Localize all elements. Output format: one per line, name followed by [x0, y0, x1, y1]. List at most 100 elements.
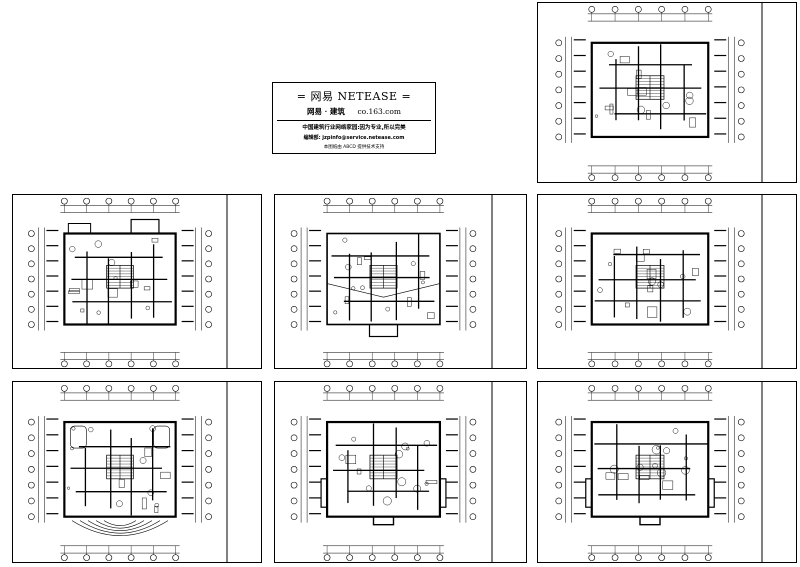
- fixture-symbol: [69, 246, 76, 253]
- floor-plan-drawing: [555, 3, 763, 182]
- grid-axis-bubble: [611, 174, 619, 181]
- fixture-symbol: [619, 56, 630, 64]
- grid-axis-bubble: [611, 360, 619, 368]
- grid-axis-bubble: [391, 385, 399, 392]
- grid-axis-bubble: [737, 260, 745, 268]
- floor-plan-sheet-middle-left: [12, 194, 262, 369]
- fixture-symbol: [639, 475, 650, 480]
- grid-axis-bubble: [737, 117, 745, 125]
- fixture-symbol: [68, 290, 80, 295]
- grid-axis-bubble: [469, 260, 477, 268]
- grid-axis-bubble: [28, 450, 35, 457]
- fixture-symbol: [96, 310, 101, 315]
- grid-axis-bubble: [681, 360, 689, 368]
- grid-axis-bubble: [368, 197, 376, 205]
- fixture-symbol: [425, 480, 438, 484]
- fixture-symbol: [364, 256, 371, 260]
- fixture-symbol: [81, 279, 93, 290]
- fixture-symbol: [597, 287, 603, 293]
- fixture-symbol: [139, 457, 147, 464]
- fixture-symbol: [648, 277, 656, 286]
- fixture-symbol: [385, 306, 391, 312]
- grid-axis-bubble: [205, 513, 212, 520]
- grid-axis-bubble: [205, 306, 212, 313]
- fixture-symbol: [342, 237, 348, 243]
- grid-axis-bubble: [737, 450, 745, 457]
- netease-title-block: = 网易 NETEASE = 网易 · 建筑 co.163.com 中国建筑行业…: [272, 82, 436, 154]
- grid-axis-bubble: [681, 385, 689, 392]
- grid-axis-bubble: [83, 197, 90, 205]
- grid-axis-bubble: [368, 554, 376, 561]
- fixture-symbol: [613, 248, 621, 254]
- grid-axis-bubble: [150, 554, 157, 561]
- fixture-symbol: [423, 440, 431, 447]
- grid-axis-bubble: [205, 290, 212, 298]
- entrance-step-arc: [79, 520, 161, 534]
- grid-axis-bubble: [704, 197, 712, 205]
- grid-axis-bubble: [588, 197, 596, 205]
- grid-axis-bubble: [555, 497, 563, 505]
- fixture-symbol: [609, 464, 619, 474]
- fixture-symbol: [113, 276, 118, 280]
- fixture-symbol: [647, 306, 658, 318]
- grid-axis-bubble: [681, 197, 689, 205]
- grid-axis-bubble: [290, 418, 298, 426]
- fixture-symbol: [656, 446, 660, 450]
- grid-axis-bubble: [414, 360, 421, 368]
- floor-plan-drawing: [555, 382, 763, 562]
- grid-axis-bubble: [704, 554, 712, 561]
- grid-axis-bubble: [105, 554, 113, 561]
- grid-axis-bubble: [555, 70, 563, 78]
- grid-axis-bubble: [555, 290, 563, 298]
- banner-url: co.163.com: [357, 107, 401, 116]
- grid-axis-bubble: [205, 481, 212, 489]
- grid-axis-bubble: [469, 513, 477, 520]
- fixture-symbol: [689, 117, 696, 128]
- grid-axis-bubble: [323, 197, 331, 205]
- fixture-symbol: [638, 87, 647, 96]
- grid-axis-bubble: [588, 554, 596, 561]
- grid-axis-bubble: [414, 385, 421, 392]
- front-porch: [67, 223, 92, 234]
- fixture-symbol: [419, 271, 426, 280]
- fixture-symbol: [401, 442, 409, 451]
- grid-axis-bubble: [737, 86, 745, 94]
- fixture-symbol: [365, 485, 372, 492]
- grid-axis-bubble: [205, 434, 212, 442]
- grid-axis-bubble: [290, 434, 298, 442]
- grid-axis-bubble: [290, 450, 298, 457]
- grid-axis-bubble: [611, 385, 619, 392]
- grid-axis-bubble: [105, 385, 113, 392]
- banner-slogan: 中国建筑行业网络家园:因为专业,所以完美: [302, 125, 406, 131]
- grid-axis-bubble: [469, 466, 477, 473]
- grid-axis-bubble: [105, 197, 113, 205]
- grid-axis-bubble: [205, 497, 212, 505]
- fixture-symbol: [345, 263, 352, 271]
- grid-axis-bubble: [346, 554, 353, 561]
- grid-axis-bubble: [391, 554, 399, 561]
- grid-axis-bubble: [28, 230, 35, 237]
- floor-plan-drawing: [28, 195, 228, 368]
- grid-axis-bubble: [83, 554, 90, 561]
- grid-axis-bubble: [588, 385, 596, 392]
- fixture-symbol: [154, 503, 159, 508]
- grid-axis-bubble: [737, 55, 745, 62]
- fixture-symbol: [642, 249, 650, 255]
- fixture-symbol: [144, 447, 152, 457]
- grid-axis-bubble: [150, 385, 157, 392]
- grid-axis-bubble: [658, 6, 665, 13]
- grid-axis-bubble: [588, 6, 596, 13]
- grid-axis-bubble: [290, 230, 298, 237]
- fixture-symbol: [681, 466, 690, 475]
- grid-axis-bubble: [368, 385, 376, 392]
- grid-axis-bubble: [469, 290, 477, 298]
- grid-axis-bubble: [290, 497, 298, 505]
- grid-axis-bubble: [704, 360, 712, 368]
- grid-axis-bubble: [205, 321, 212, 328]
- banner-heading: = 网易 NETEASE =: [296, 90, 412, 103]
- grid-axis-bubble: [290, 275, 298, 283]
- grid-axis-bubble: [436, 385, 444, 392]
- grid-axis-bubble: [635, 174, 642, 181]
- grid-axis-bubble: [555, 481, 563, 489]
- grid-axis-bubble: [290, 481, 298, 489]
